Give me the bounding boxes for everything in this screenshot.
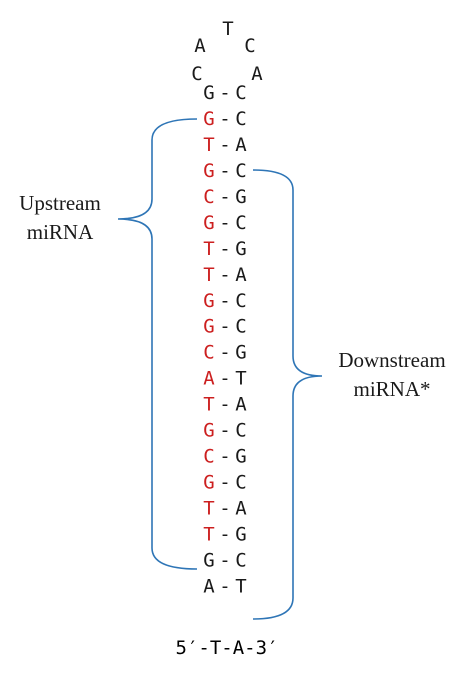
upstream-label-line2: miRNA	[27, 220, 94, 244]
bond-dash: -	[219, 160, 230, 182]
base-left: G	[203, 472, 214, 494]
bond-dash: -	[219, 575, 230, 597]
base-left: T	[203, 498, 214, 520]
base-pair-row: T-A	[203, 264, 247, 286]
base-pair-row: A-T	[203, 575, 246, 597]
bond-dash: -	[219, 212, 230, 234]
bond-dash: -	[219, 108, 230, 130]
base-right: G	[235, 186, 246, 208]
base-right: G	[235, 446, 246, 468]
bond-dash: -	[219, 316, 230, 338]
base-pair-row: T-A	[203, 134, 247, 156]
base-right: T	[235, 368, 246, 390]
hairpin-stem: G-CG-CT-AG-CC-GG-CT-GT-AG-CG-CC-GA-TT-AG…	[203, 82, 247, 597]
base-right: C	[235, 290, 246, 312]
bond-dash: -	[219, 134, 230, 156]
base-left: T	[203, 238, 214, 260]
base-left: G	[203, 549, 214, 571]
base-pair-row: T-A	[203, 394, 247, 416]
bond-dash: -	[219, 498, 230, 520]
base-right: C	[235, 160, 246, 182]
bond-dash: -	[219, 394, 230, 416]
base-pair-row: G-C	[203, 316, 246, 338]
bond-dash: -	[219, 238, 230, 260]
base-right: G	[235, 523, 246, 545]
base-left: G	[203, 212, 214, 234]
base-pair-row: C-G	[203, 186, 246, 208]
downstream-label-line1: Downstream	[338, 348, 445, 372]
downstream-brace	[252, 169, 323, 620]
base-left: C	[203, 186, 214, 208]
base-pair-row: T-G	[203, 238, 246, 260]
downstream-label-line2: miRNA*	[353, 377, 430, 401]
base-right: A	[235, 264, 247, 286]
base-left: T	[203, 394, 214, 416]
base-left: G	[203, 82, 214, 104]
base-left: T	[203, 523, 214, 545]
bond-dash: -	[219, 420, 230, 442]
loop-base: A	[194, 35, 206, 57]
bond-dash: -	[219, 264, 230, 286]
base-right: A	[235, 394, 247, 416]
bond-dash: -	[219, 472, 230, 494]
loop-base: A	[251, 63, 263, 85]
base-pair-row: G-C	[203, 82, 246, 104]
base-pair-row: C-G	[203, 446, 246, 468]
base-pair-row: G-C	[203, 549, 246, 571]
base-pair-row: C-G	[203, 342, 246, 364]
base-pair-row: T-A	[203, 498, 247, 520]
bond-dash: -	[219, 342, 230, 364]
base-left: A	[203, 575, 215, 597]
base-right: C	[235, 472, 246, 494]
base-left: A	[203, 368, 215, 390]
base-left: T	[203, 264, 214, 286]
base-pair-row: G-C	[203, 290, 246, 312]
base-pair-row: G-C	[203, 420, 246, 442]
base-pair-row: G-C	[203, 108, 246, 130]
base-pair-row: G-C	[203, 472, 246, 494]
tail-sequence: 5′-T-A-3′	[176, 637, 279, 659]
base-right: A	[235, 134, 247, 156]
bond-dash: -	[219, 446, 230, 468]
bond-dash: -	[219, 368, 230, 390]
base-right: C	[235, 82, 246, 104]
base-right: C	[235, 316, 246, 338]
base-left: G	[203, 420, 214, 442]
base-pair-row: T-G	[203, 523, 246, 545]
base-pair-row: A-T	[203, 368, 246, 390]
loop-base: C	[244, 35, 255, 57]
base-right: C	[235, 420, 246, 442]
base-left: G	[203, 316, 214, 338]
loop-base: T	[222, 18, 233, 40]
base-left: G	[203, 290, 214, 312]
bond-dash: -	[219, 290, 230, 312]
bond-dash: -	[219, 82, 230, 104]
loop-base: C	[191, 63, 202, 85]
base-left: G	[203, 160, 214, 182]
bond-dash: -	[219, 186, 230, 208]
upstream-label-line1: Upstream	[19, 191, 101, 215]
base-right: G	[235, 342, 246, 364]
base-left: C	[203, 446, 214, 468]
base-right: C	[235, 212, 246, 234]
base-left: T	[203, 134, 214, 156]
bond-dash: -	[219, 523, 230, 545]
base-pair-row: G-C	[203, 160, 246, 182]
base-right: C	[235, 549, 246, 571]
bond-dash: -	[219, 549, 230, 571]
base-left: G	[203, 108, 214, 130]
base-left: C	[203, 342, 214, 364]
base-right: T	[235, 575, 246, 597]
upstream-brace	[117, 118, 198, 570]
base-right: C	[235, 108, 246, 130]
base-right: A	[235, 498, 247, 520]
base-right: G	[235, 238, 246, 260]
base-pair-row: G-C	[203, 212, 246, 234]
